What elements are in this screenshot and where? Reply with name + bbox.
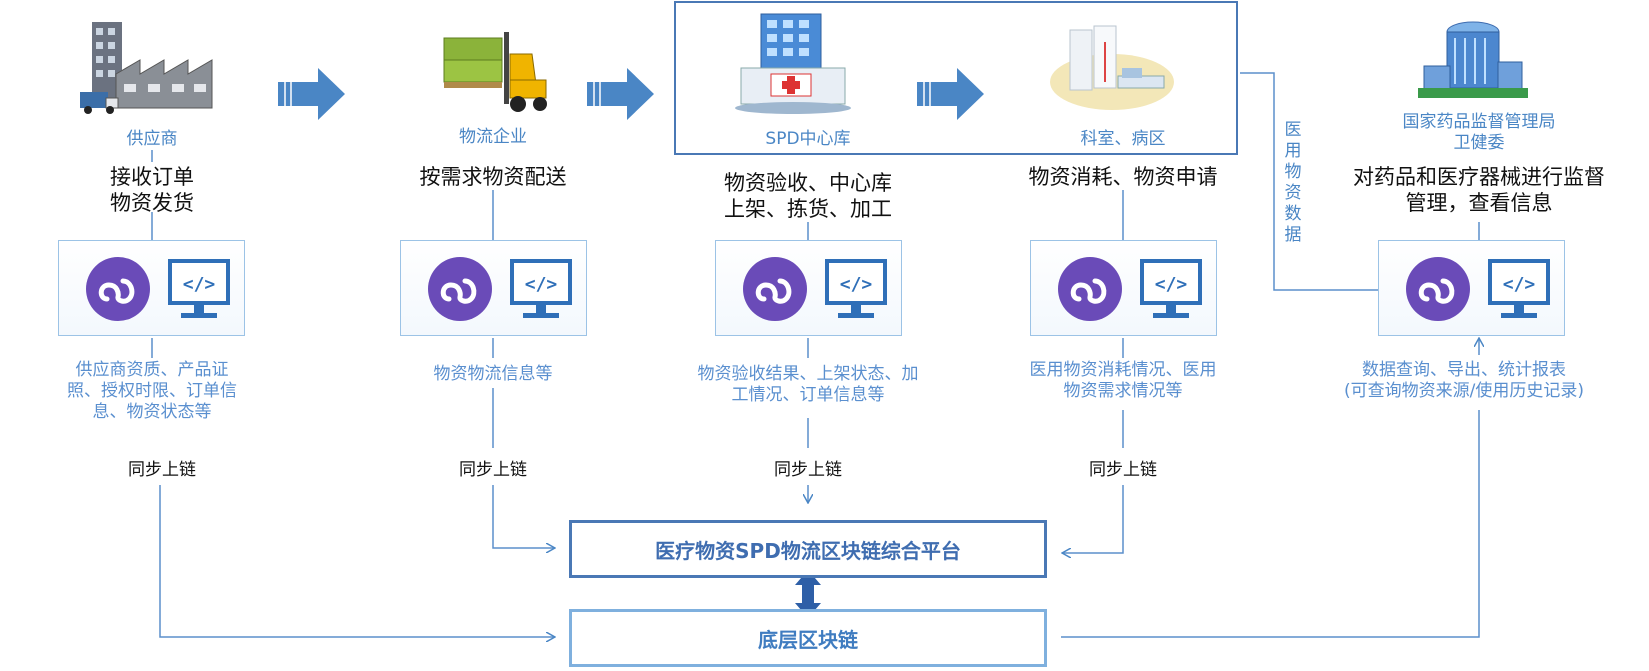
mini-program-icon [1058,257,1122,321]
svg-text:</>: </> [1503,274,1536,295]
mini-program-icon [1406,257,1470,321]
system-box-logistics: </> [400,240,587,336]
system-box-regulator: </> [1378,240,1565,336]
info-logistics: 物资物流信息等 [433,364,553,384]
sync-label-spd: 同步上链 [774,460,842,480]
code-monitor-icon: </> [510,259,572,318]
system-box-spd: </> [715,240,902,336]
action-supplier-line2: 物资发货 [110,191,194,215]
info-spd-line1: 物资验收结果、上架状态、加 [697,364,919,384]
action-regulator-line2: 管理，查看信息 [1405,191,1553,215]
info-ward: 医用物资消耗情况、医用 物资需求情况等 [1003,360,1243,402]
base-blockchain-box: 底层区块链 [569,609,1047,667]
node-name-supplier: 供应商 [126,129,178,149]
svg-text:</>: </> [1155,274,1188,295]
info-regulator-line1: 数据查询、导出、统计报表 [1362,360,1566,380]
node-name-logistics: 物流企业 [459,127,527,147]
forklift-icon [443,32,547,112]
government-building-icon [1418,21,1528,98]
action-spd: 物资验收、中心库 上架、拣货、加工 [698,170,918,222]
info-supplier-line2: 照、授权时限、订单信 [67,381,237,401]
side-label-medical-data: 医用物资数据 [1284,120,1302,245]
code-monitor-icon: </> [825,259,887,318]
node-name-regulator: 国家药品监督管理局 卫健委 [1369,112,1589,154]
sync-label-logistics: 同步上链 [459,460,527,480]
info-regulator: 数据查询、导出、统计报表 (可查询物资来源/使用历史记录) [1314,360,1614,402]
info-spd: 物资验收结果、上架状态、加 工情况、订单信息等 [663,364,953,406]
info-spd-line2: 工情况、订单信息等 [731,385,885,405]
action-spd-line1: 物资验收、中心库 [724,171,892,195]
hospital-icon [735,13,851,114]
system-box-supplier: </> [58,240,245,336]
action-logistics: 按需求物资配送 [419,165,567,189]
action-regulator: 对药品和医疗器械进行监督 管理，查看信息 [1339,164,1619,216]
svg-text:</>: </> [183,274,216,295]
info-regulator-line2: (可查询物资来源/使用历史记录) [1344,381,1584,401]
code-monitor-icon: </> [1488,259,1550,318]
action-supplier: 接收订单 物资发货 [62,164,242,216]
svg-text:</>: </> [525,274,558,295]
code-monitor-icon: </> [168,259,230,318]
info-ward-line2: 物资需求情况等 [1063,381,1183,401]
info-supplier-line3: 息、物资状态等 [92,402,212,422]
sync-label-ward: 同步上链 [1089,460,1157,480]
action-spd-line2: 上架、拣货、加工 [724,197,892,221]
spd-group-frame [674,1,1238,155]
action-regulator-line1: 对药品和医疗器械进行监督 [1353,165,1605,189]
node-name-regulator-line2: 卫健委 [1453,133,1505,153]
factory-icon [80,22,213,114]
ward-icon [1050,25,1174,110]
node-name-ward: 科室、病区 [1080,129,1166,149]
action-supplier-line1: 接收订单 [110,165,194,189]
mini-program-icon [428,257,492,321]
platform-box: 医疗物资SPD物流区块链综合平台 [569,520,1047,578]
system-box-ward: </> [1030,240,1217,336]
info-supplier: 供应商资质、产品证 照、授权时限、订单信 息、物资状态等 [42,360,262,423]
info-ward-line1: 医用物资消耗情况、医用 [1029,360,1217,380]
node-name-spd: SPD中心库 [765,129,851,149]
svg-text:</>: </> [840,274,873,295]
info-supplier-line1: 供应商资质、产品证 [75,360,229,380]
sync-label-supplier: 同步上链 [128,460,196,480]
action-ward: 物资消耗、物资申请 [1028,165,1218,189]
code-monitor-icon: </> [1140,259,1202,318]
mini-program-icon [743,257,807,321]
node-name-regulator-line1: 国家药品监督管理局 [1402,112,1556,132]
mini-program-icon [86,257,150,321]
